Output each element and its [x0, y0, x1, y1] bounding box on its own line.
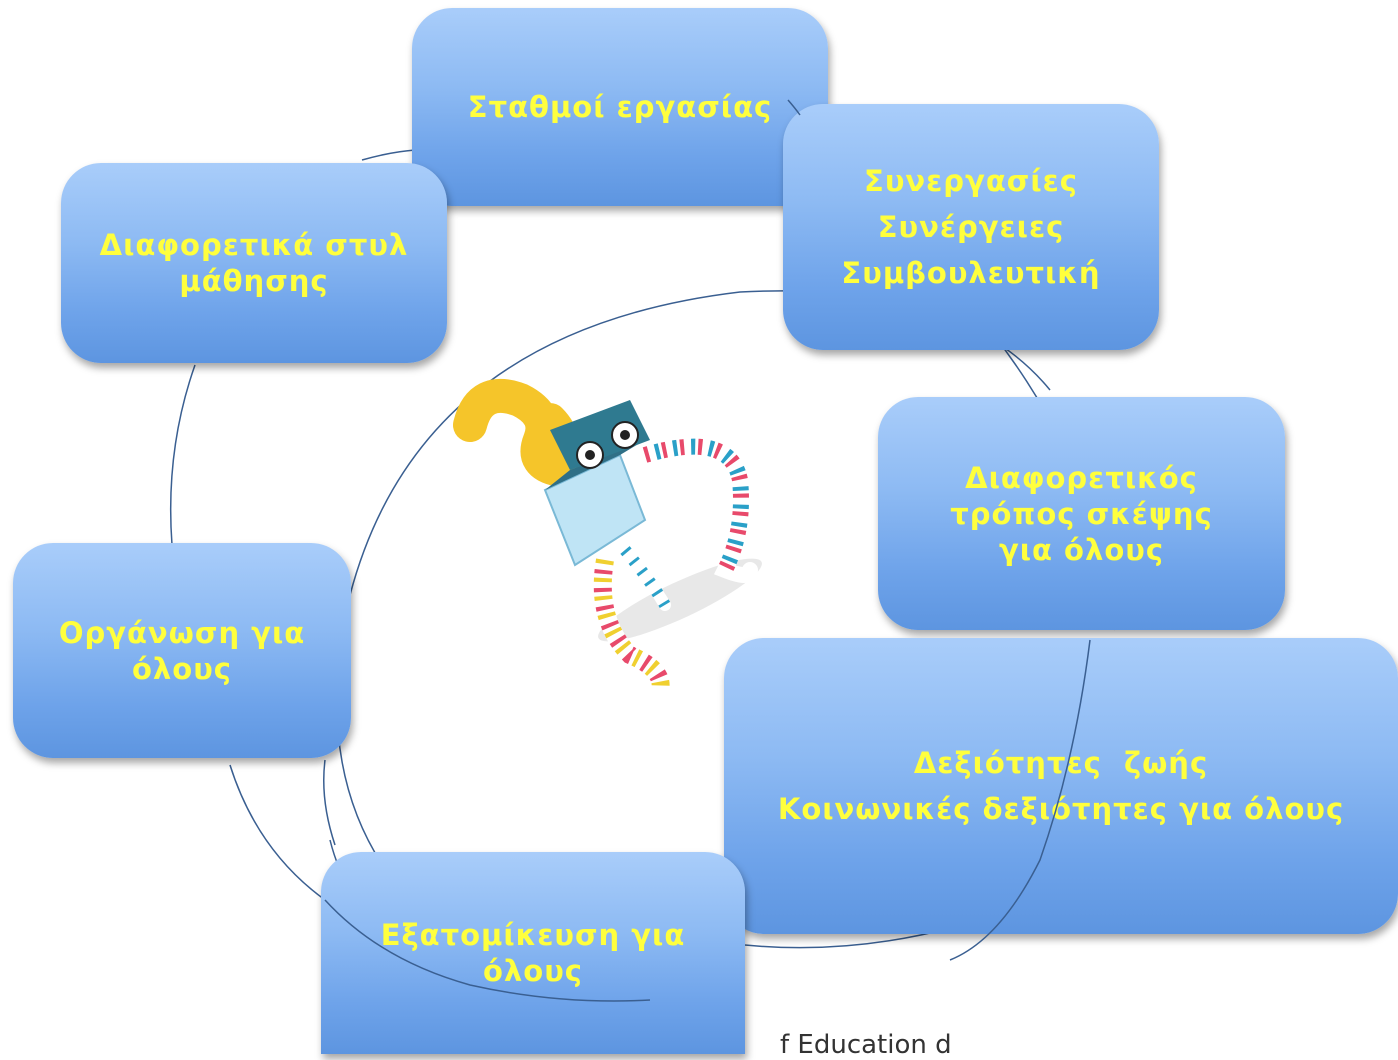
node-cooperation-line-3: Συμβουλευτική — [841, 256, 1101, 290]
node-life-skills-line-1: Δεξιότητες ζωής — [913, 746, 1209, 780]
node-thinking: Διαφορετικός τρόπος σκέψης για όλους — [878, 397, 1285, 630]
node-cooperation: Συνεργασίες Συνέργειες Συμβουλευτική — [783, 104, 1159, 350]
node-organization: Οργάνωση για όλους — [13, 543, 351, 758]
node-learning-styles: Διαφορετικά στυλ μάθησης — [61, 163, 447, 363]
node-individualization: Εξατομίκευση για όλους — [321, 852, 745, 1054]
node-stations: Σταθμοί εργασίας — [412, 8, 828, 206]
node-stations-line-1: Σταθμοί εργασίας — [467, 90, 773, 124]
node-cooperation-line-1: Συνεργασίες — [864, 164, 1078, 198]
node-organization-line-1: Οργάνωση για όλους — [58, 615, 306, 686]
node-life-skills-line-2: Κοινωνικές δεξιότητες για όλους — [777, 792, 1345, 826]
node-individualization-line-1: Εξατομίκευση για όλους — [380, 918, 686, 988]
node-life-skills: Δεξιότητες ζωής Κοινωνικές δεξιότητες γι… — [724, 638, 1398, 934]
node-learning-styles-line-1: Διαφορετικά στυλ μάθησης — [99, 228, 409, 298]
node-cooperation-line-2: Συνέργειες — [877, 210, 1065, 244]
mascot-figure-icon — [453, 379, 762, 699]
footer-fragment: f Education d — [780, 1030, 952, 1060]
node-thinking-line-1: Διαφορετικός τρόπος σκέψης για όλους — [950, 460, 1213, 567]
